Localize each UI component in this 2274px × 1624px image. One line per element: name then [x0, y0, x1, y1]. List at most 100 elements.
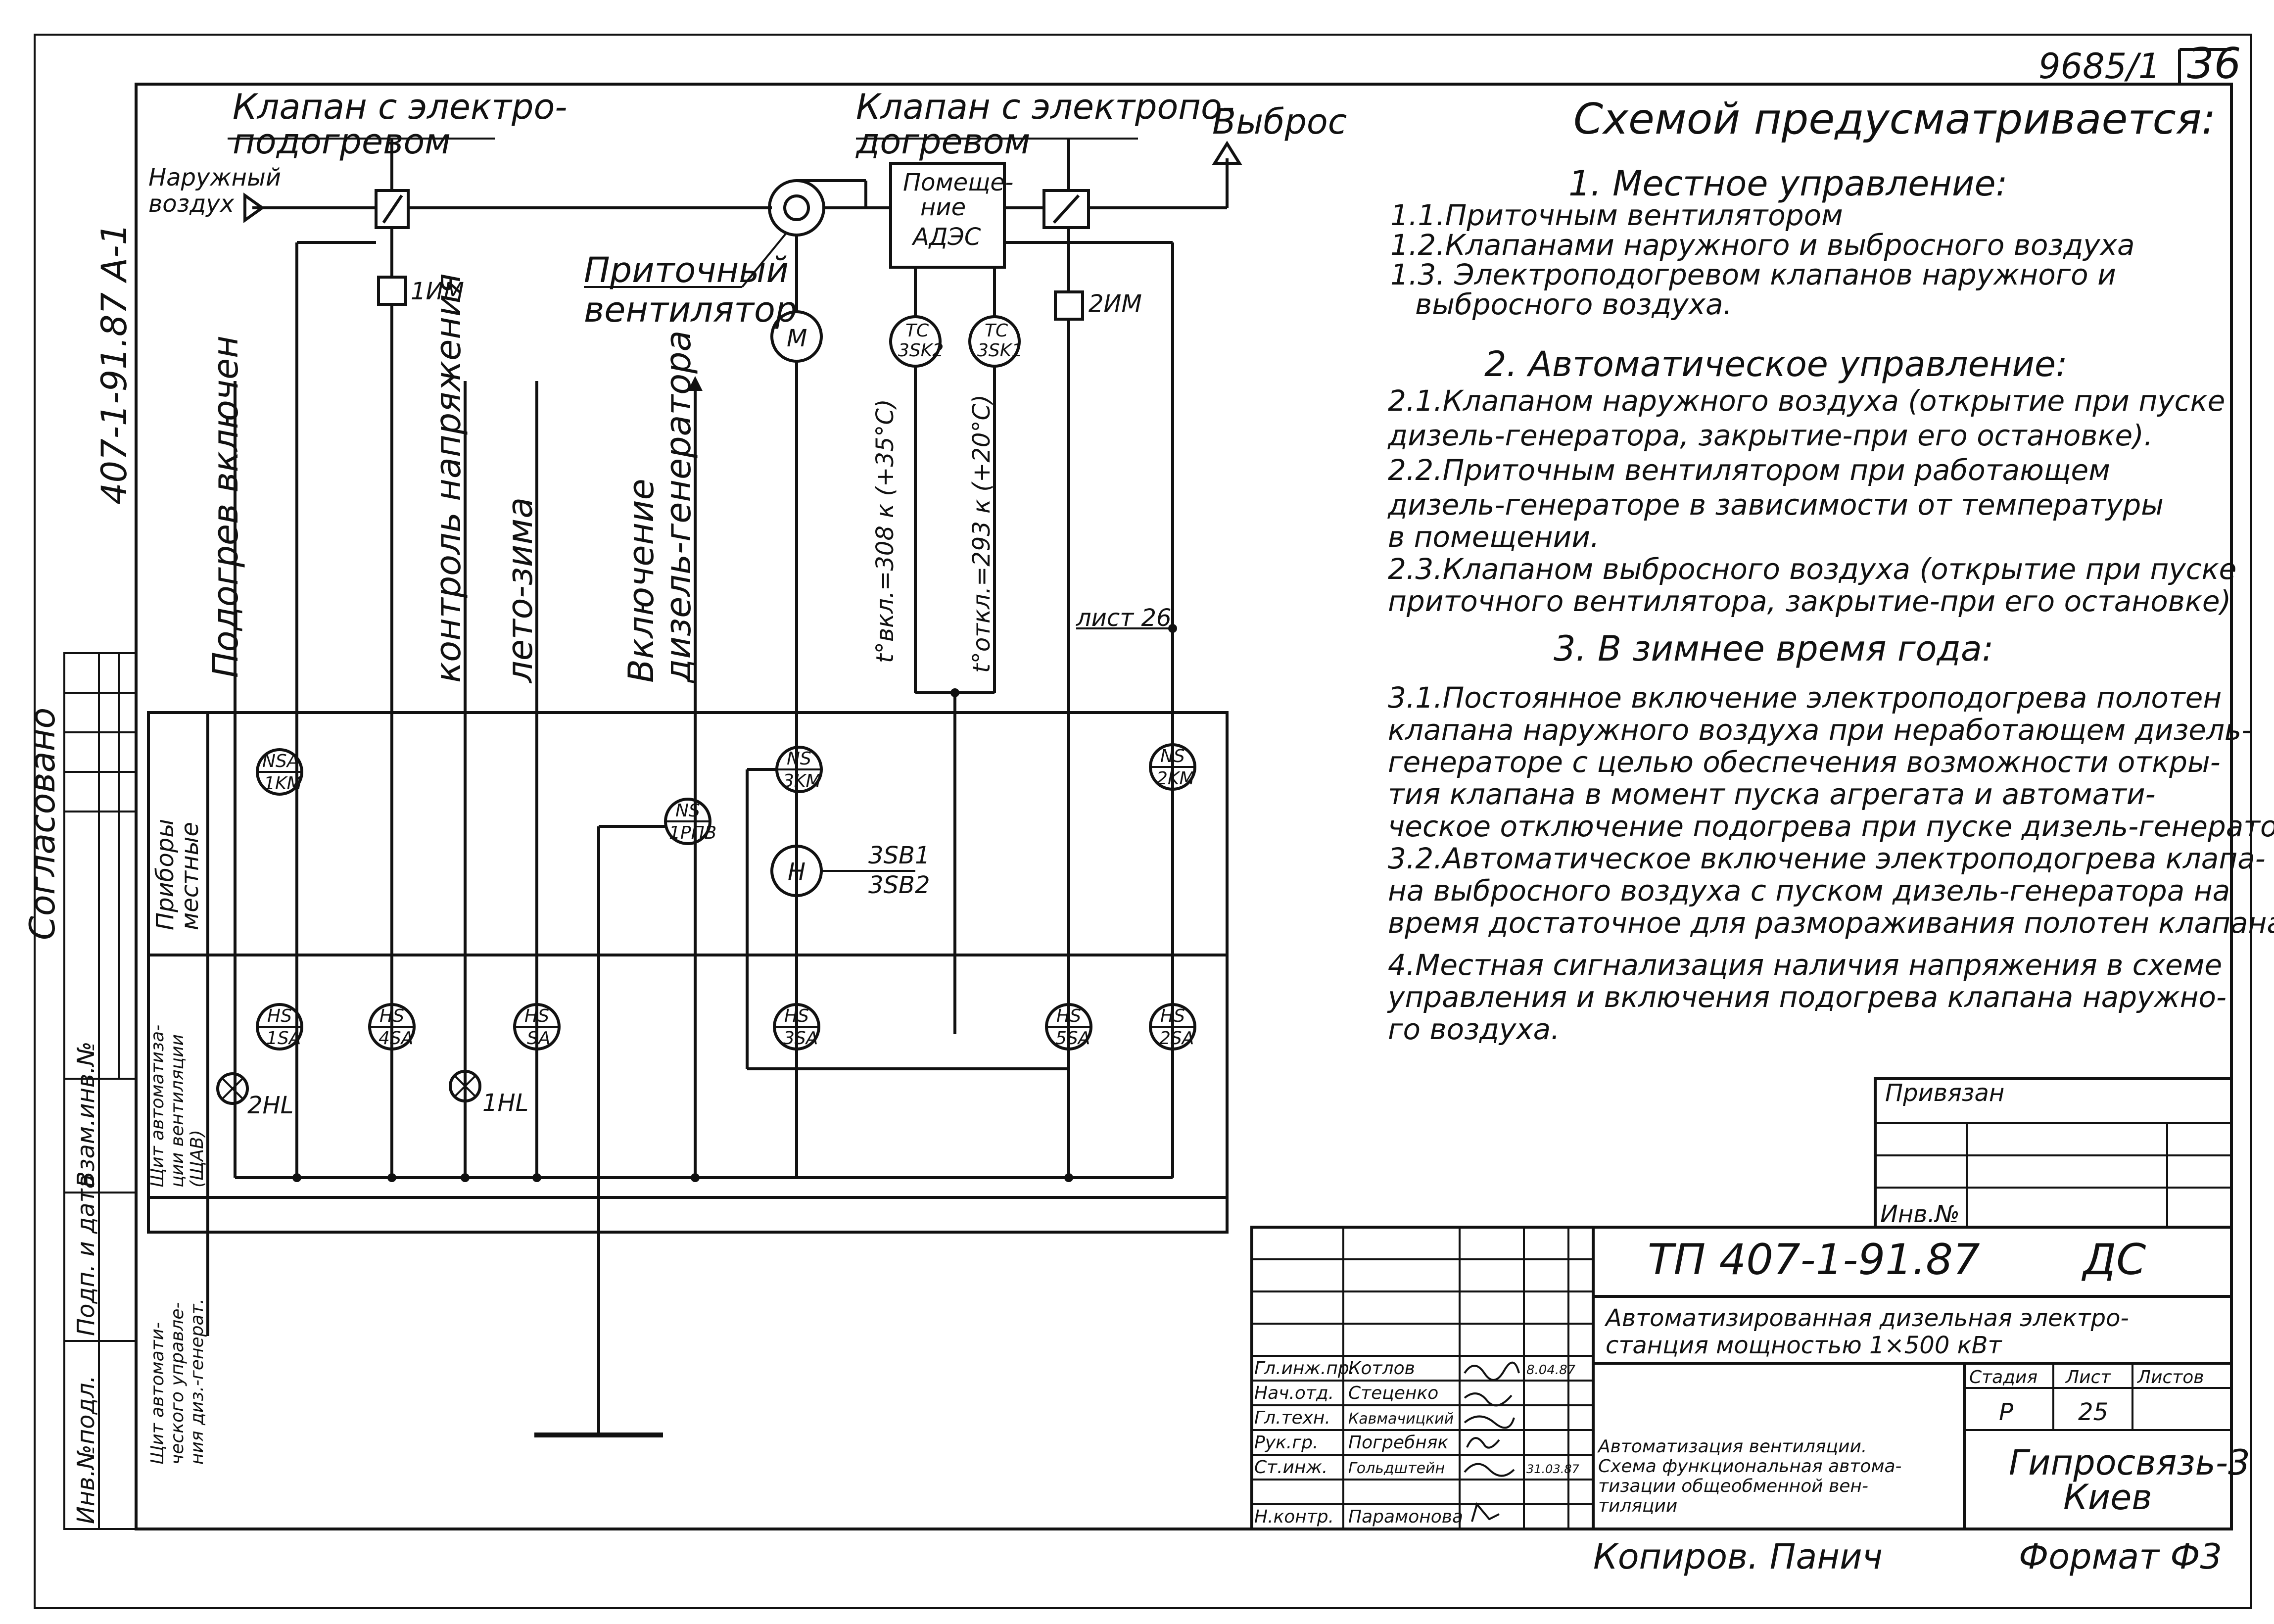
notes-s2-line-4: дизель-генераторе в зависимости от темпе… [1387, 488, 2164, 522]
svg-text:NS: NS [675, 801, 700, 821]
svg-text:NSA: NSA [262, 751, 299, 771]
actuator-1-label: 1ИМ [411, 278, 464, 305]
valve-2-label-2: догревом [855, 121, 1030, 162]
hs-1sa: HS 1SA [256, 1003, 303, 1051]
notes-title: Схемой предусматривается: [1573, 95, 2216, 144]
hs-3sa: HS 3SA [773, 1003, 820, 1051]
hs-4sa: HS 4SA [368, 1003, 416, 1051]
project-code: ТП 407-1-91.87 [1648, 1235, 1980, 1285]
ns-1rpv: NS 1РПВ [534, 798, 716, 1437]
node-1 [292, 1173, 301, 1182]
notes-s2-line-3: 2.2.Приточным вентилятором при работающе… [1388, 453, 2110, 487]
sig-voltage: контроль напряжения [428, 273, 469, 683]
outdoor-air-label-1: Наружный [148, 164, 281, 191]
signature-2 [1464, 1392, 1513, 1407]
side-code: 407-1-91.87 А-1 [94, 223, 135, 505]
notes-s3-line-6: 3.2.Автоматическое включение электроподо… [1388, 842, 2266, 875]
project-mark: ДС [2081, 1235, 2146, 1285]
sig-heating-on: Подогрев включен [205, 335, 246, 678]
sheet-header: Лист [2065, 1367, 2111, 1387]
name-2: Стеценко [1348, 1383, 1438, 1403]
signature-1 [1464, 1361, 1520, 1381]
fan-label-1: Приточный [584, 250, 789, 290]
notes-s1-head: 1. Местное управление: [1568, 163, 2007, 204]
actuator-2-label: 2ИМ [1089, 290, 1142, 318]
sensor-loop-node [950, 688, 959, 697]
footer-copied: Копиров. Панич [1593, 1536, 1883, 1577]
node-5 [691, 1173, 700, 1182]
notes-s1-line-3: 1.3. Электроподогревом клапанов наружног… [1390, 258, 2116, 291]
signature-5 [1464, 1463, 1515, 1477]
notes-s1-line-1: 1.1.Приточным вентилятором [1390, 198, 1843, 232]
valve-1-blade [382, 194, 403, 224]
sig-diesel-1: Включение [621, 478, 662, 683]
name-5: Гольдштейн [1348, 1460, 1445, 1477]
intake-arrow-icon [243, 192, 265, 223]
diesel-arrow-icon [688, 376, 703, 391]
sb-label-1: 3SB1 [868, 842, 930, 869]
lamp-2hl-icon [216, 1072, 249, 1105]
sheet-ref-label: лист 26 [1076, 604, 1172, 632]
svg-text:3SA: 3SA [783, 1028, 818, 1049]
sheet-title-2: Схема функциональная автома- [1598, 1456, 1902, 1477]
notes-s3-line-1: 3.1.Постоянное включение электроподогрев… [1388, 681, 2222, 715]
lamp-2hl-label: 2HL [247, 1092, 293, 1119]
agreed-label: Согласовано [22, 708, 63, 940]
role-1: Гл.инж.пр. [1254, 1358, 1355, 1379]
sheet-title-3: тизации общеобменной вен- [1598, 1476, 1868, 1496]
actuator-2-box [1054, 290, 1084, 321]
row-shield-diesel-3: ния диз.-генерат. [187, 1298, 207, 1465]
notes-s1-line-4: выбросного воздуха. [1415, 287, 1732, 321]
sheet-number: 36 [2187, 39, 2241, 89]
functional-diagram: Наружный воздух Выброс Клапан с электро-… [147, 87, 1347, 1465]
notes-s3-line-8: время достаточное для размораживания пол… [1388, 906, 2274, 940]
footer-format: Формат Ф3 [2019, 1536, 2222, 1577]
lamp-1hl-label: 1HL [482, 1089, 528, 1117]
temp-setpoint-off: t°откл.=293 к (+20°С) [968, 394, 995, 673]
valve-1-label-2: подогревом [233, 121, 451, 162]
tc1-label-1: TC [905, 321, 929, 341]
role-5: Ст.инж. [1254, 1457, 1327, 1478]
sheet-title-1: Автоматизация вентиляции. [1597, 1436, 1867, 1457]
left-margin-stamp: Согласовано Инв.№подл. Подп. и дата Взам… [22, 652, 137, 1530]
fan-impeller-icon [783, 194, 810, 221]
notes-block: Схемой предусматривается: 1. Местное упр… [1387, 95, 2274, 1046]
room-label-1: Помеще- [903, 169, 1013, 196]
attached-stamp: Привязан Инв.№ [1874, 1077, 2233, 1229]
notes-s3-line-4: тия клапана в момент пуска агрегата и ав… [1388, 777, 2156, 811]
svg-text:2SA: 2SA [1159, 1028, 1194, 1049]
svg-text:HS: HS [267, 1006, 292, 1026]
svg-text:1РПВ: 1РПВ [669, 823, 716, 843]
lamp-1hl-icon [449, 1070, 481, 1102]
date-1: 8.04.87 [1526, 1363, 1576, 1378]
svg-text:NS: NS [787, 749, 811, 769]
svg-text:1SA: 1SA [266, 1028, 301, 1049]
notes-s2-line-1: 2.1.Клапаном наружного воздуха (открытие… [1388, 384, 2225, 418]
object-line-2: станция мощностью 1×500 кВт [1606, 1332, 2003, 1359]
inv-orig-label: Инв.№подл. [72, 1375, 100, 1524]
name-7: Парамонова [1348, 1507, 1463, 1527]
fan-leader [741, 232, 788, 288]
inv-no-label: Инв.№ [1880, 1200, 1960, 1228]
title-block: Гл.инж.пр. Котлов 8.04.87 Нач.отд. Стеце… [1250, 1226, 2250, 1530]
role-2: Нач.отд. [1254, 1383, 1334, 1403]
signature-3 [1464, 1415, 1515, 1429]
svg-text:5SA: 5SA [1055, 1028, 1090, 1049]
svg-text:2KM: 2KM [1156, 768, 1195, 789]
tc2-label-2: 3SK1 [977, 340, 1023, 361]
tc2-label-1: TC [985, 321, 1008, 341]
hs-2sa: HS 2SA [1149, 1003, 1196, 1051]
sign-date-label: Подп. и дата [72, 1174, 100, 1336]
name-3: Кавмачицкий [1348, 1410, 1454, 1428]
org-line-1: Гипросвязь-3 [2009, 1442, 2250, 1483]
room-label-2: ние [920, 193, 966, 221]
node-4 [532, 1173, 541, 1182]
notes-s1-line-2: 1.2.Клапанами наружного и выбросного воз… [1390, 228, 2135, 262]
svg-text:SA: SA [527, 1028, 550, 1049]
notes-s2-head: 2. Автоматическое управление: [1484, 344, 2068, 384]
room-box [889, 162, 1006, 269]
date-5: 31.03.87 [1526, 1462, 1580, 1476]
svg-text:4SA: 4SA [379, 1028, 413, 1049]
notes-s2-line-6: 2.3.Клапаном выбросного воздуха (открыти… [1388, 552, 2236, 586]
